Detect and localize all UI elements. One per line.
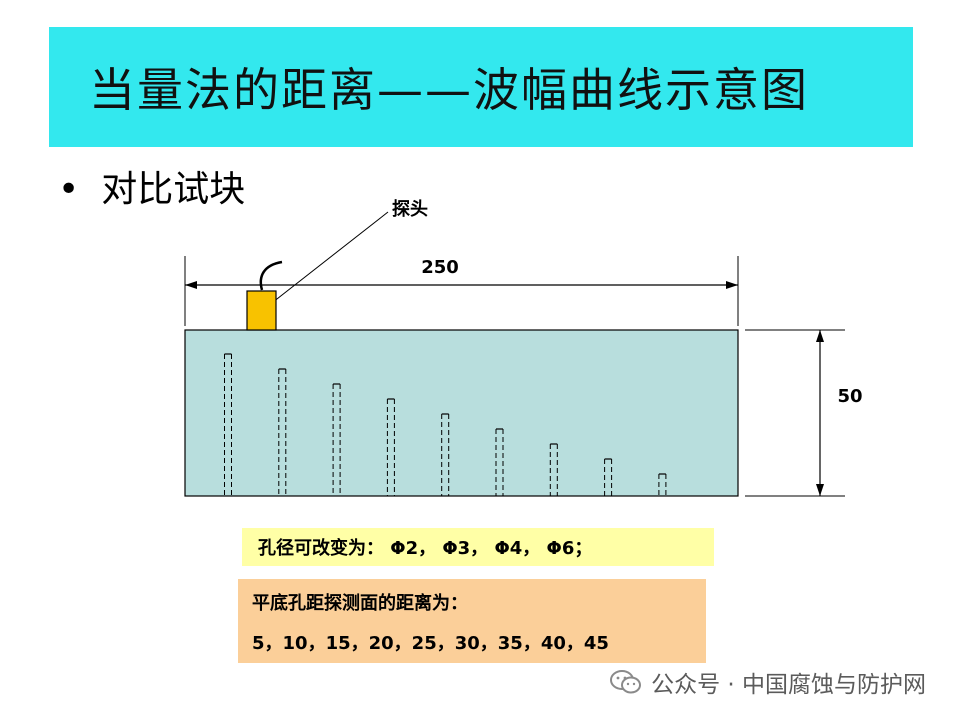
height-arrow-bottom bbox=[816, 484, 824, 496]
probe-label: 探头 bbox=[392, 198, 428, 220]
probe-cable bbox=[259, 260, 283, 291]
distance-note: 平底孔距探测面的距离为： 5，10，15，20，25，30，35，40，45 bbox=[238, 579, 706, 663]
slide-title: 当量法的距离——波幅曲线示意图 bbox=[89, 63, 809, 117]
flat-bottom-hole bbox=[386, 398, 395, 496]
test-block bbox=[184, 329, 739, 497]
title-bar: 当量法的距离——波幅曲线示意图 bbox=[49, 27, 913, 147]
probe-leader-line bbox=[267, 211, 389, 307]
bullet-item: • 对比试块 bbox=[58, 160, 245, 212]
bullet-dot: • bbox=[58, 169, 80, 210]
flat-bottom-holes bbox=[224, 353, 667, 496]
height-label: 50 bbox=[837, 386, 862, 407]
flat-bottom-hole bbox=[604, 458, 613, 496]
watermark: 公众号 · 中国腐蚀与防护网 bbox=[609, 667, 926, 698]
wechat-icon bbox=[610, 670, 642, 694]
flat-bottom-hole bbox=[441, 413, 450, 496]
height-arrow-top bbox=[816, 330, 824, 342]
length-arrow-left bbox=[185, 281, 197, 289]
length-label: 250 bbox=[421, 257, 459, 278]
flat-bottom-hole bbox=[495, 428, 504, 496]
distance-title: 平底孔距探测面的距离为： bbox=[252, 593, 468, 614]
probe bbox=[246, 290, 277, 331]
aperture-text: 孔径可改变为： Φ2， Φ3， Φ4， Φ6； bbox=[258, 538, 593, 559]
distance-values: 5，10，15，20，25，30，35，40，45 bbox=[252, 633, 609, 654]
bullet-text: 对比试块 bbox=[101, 169, 246, 210]
aperture-note: 孔径可改变为： Φ2， Φ3， Φ4， Φ6； bbox=[242, 528, 714, 566]
length-arrow-right bbox=[726, 281, 738, 289]
flat-bottom-hole bbox=[549, 443, 558, 496]
flat-bottom-hole bbox=[658, 473, 667, 496]
watermark-text: 公众号 · 中国腐蚀与防护网 bbox=[651, 672, 926, 698]
flat-bottom-hole bbox=[332, 383, 341, 496]
flat-bottom-hole bbox=[224, 353, 232, 496]
flat-bottom-hole bbox=[278, 368, 287, 496]
